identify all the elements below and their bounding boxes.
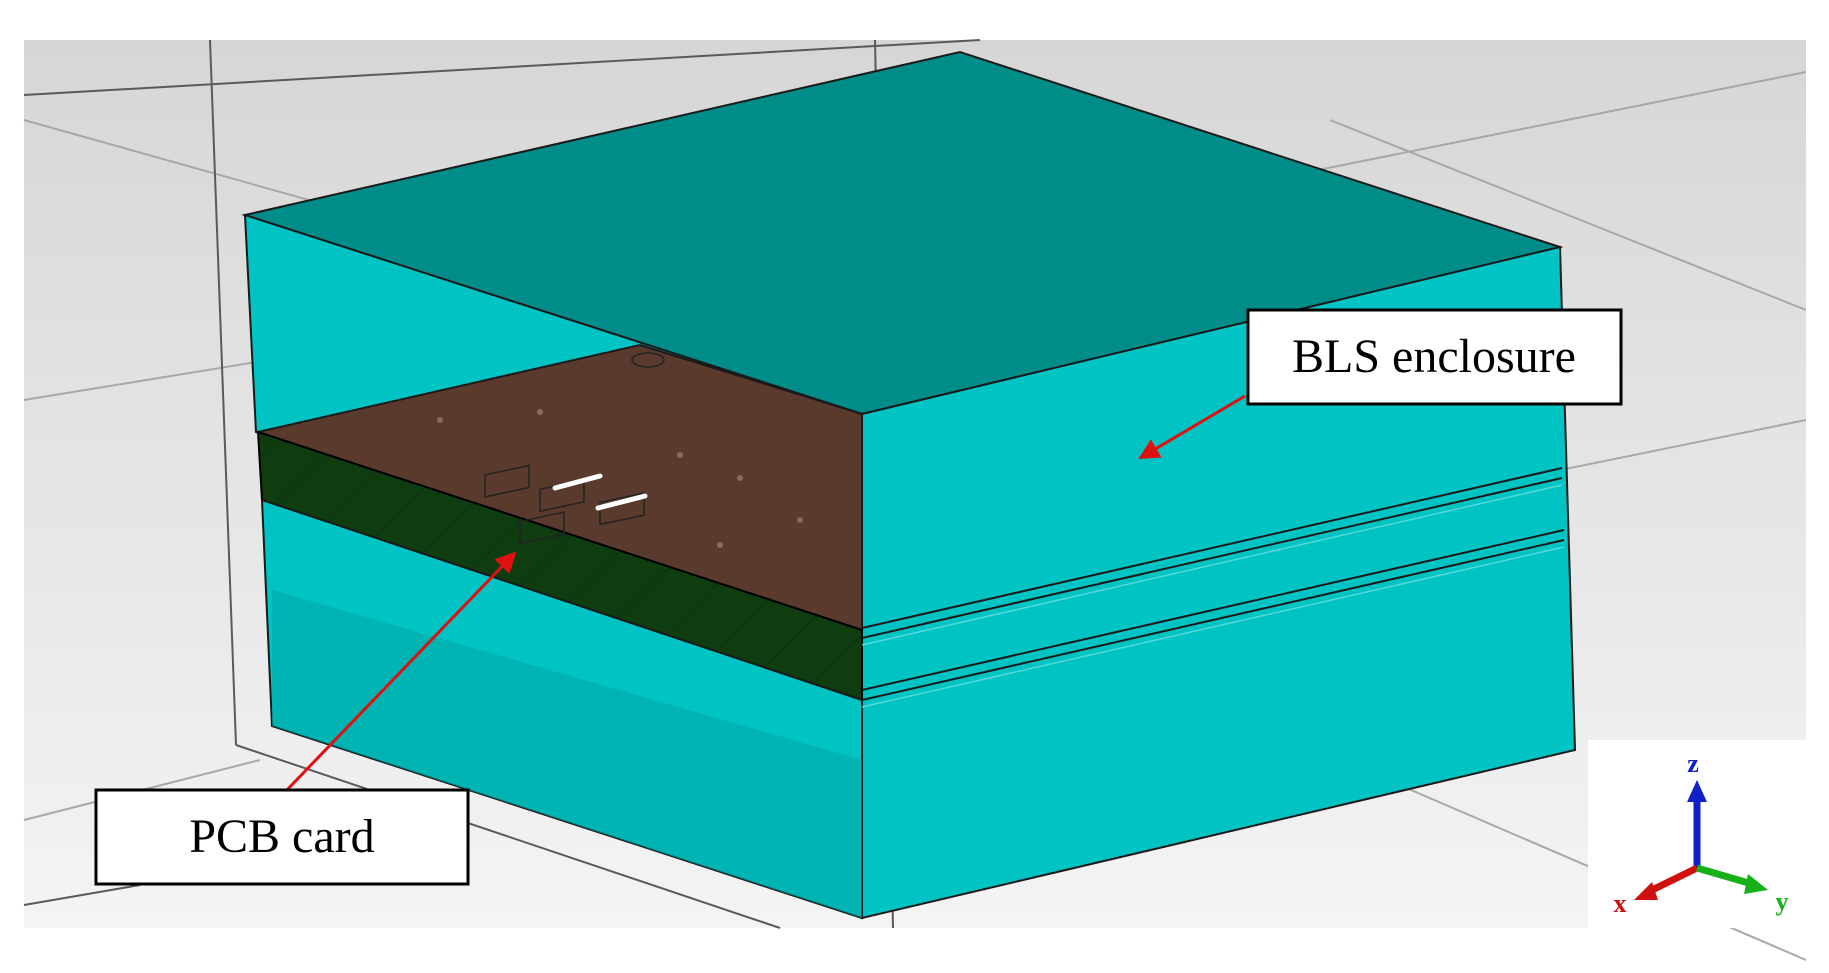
pcb-chips [552,473,648,511]
z-axis-label: z [1687,749,1699,778]
enclosure-pointer-arrow [1138,394,1246,460]
enclosure-inner-floor [272,590,862,918]
pcb-slot-lines [861,467,1565,701]
x-axis-label: x [1614,889,1627,918]
pcb-pad [519,511,565,545]
pcb-chip [595,493,648,511]
pcb-label: PCB card [189,810,374,863]
axis-triad: z x y [1588,740,1806,928]
pcb-pad [599,492,645,526]
pcb-vias [437,409,803,548]
y-axis-shaft [1696,864,1753,888]
pcb-mounting-hole [631,352,665,368]
y-axis-head [1744,874,1768,894]
enclosure-label: BLS enclosure [1292,330,1576,383]
z-axis-head [1687,780,1707,802]
pcb-pad [484,464,530,498]
pcb-substrate-hatch [258,432,862,700]
pcb-slot-highlights [861,484,1565,708]
x-axis-shaft [1646,864,1699,896]
x-axis-head [1634,882,1658,900]
y-axis-label: y [1776,887,1789,916]
enclosure-label-box: BLS enclosure [1246,308,1623,406]
pcb-pointer-arrow [283,551,517,794]
pcb-label-box: PCB card [94,788,470,886]
pcb-chip [552,473,603,491]
